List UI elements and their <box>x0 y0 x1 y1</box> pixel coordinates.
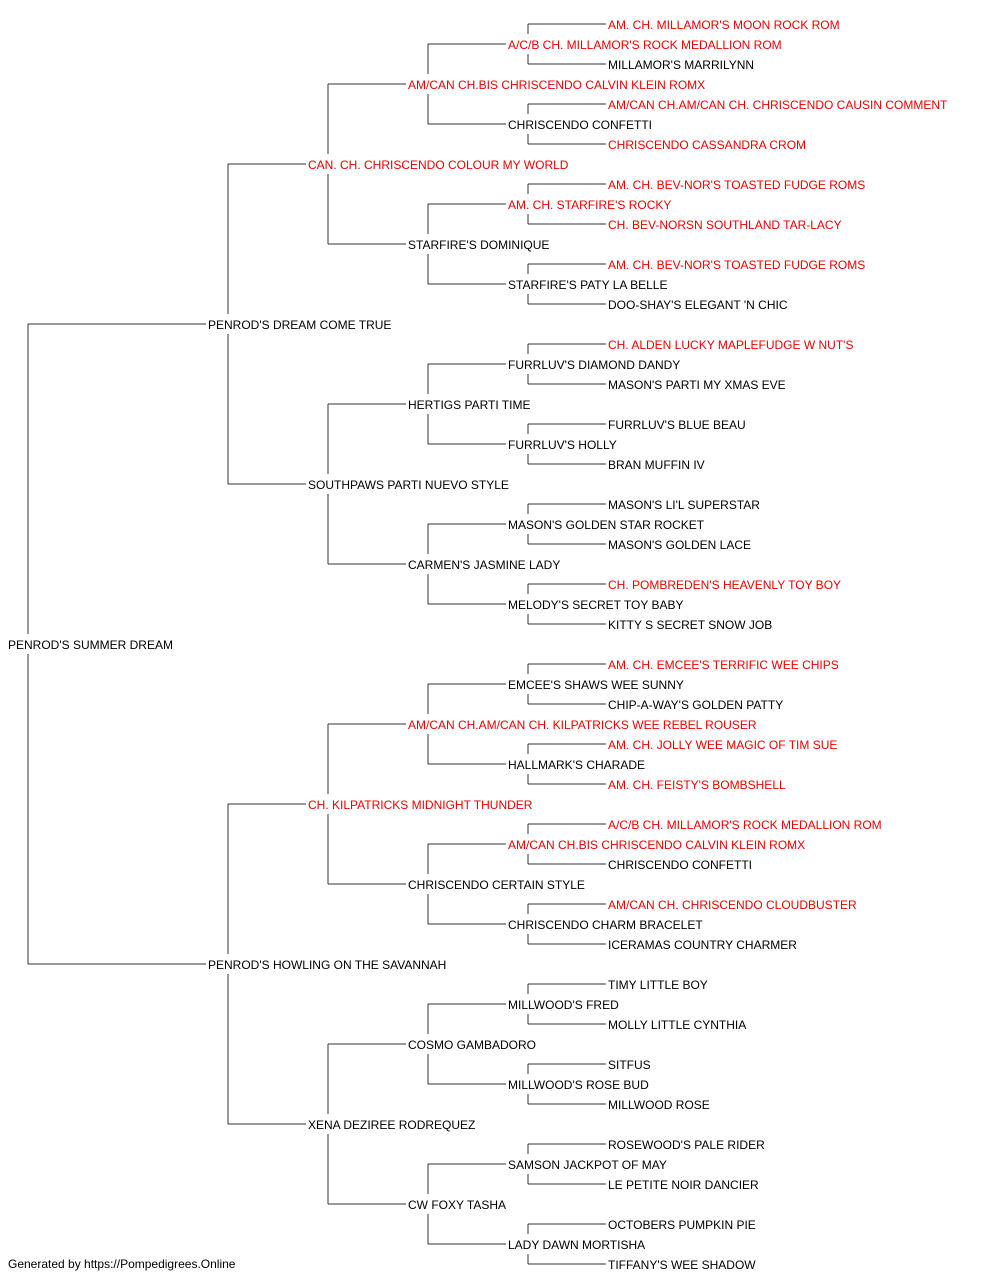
sire-gen3: AM/CAN CH.BIS CHRISCENDO CALVIN KLEIN RO… <box>408 78 706 92</box>
sire-gen4: SAMSON JACKPOT OF MAY <box>508 1158 667 1172</box>
sire-gen5: FURRLUV'S BLUE BEAU <box>608 418 746 432</box>
dam-gen1: PENROD'S HOWLING ON THE SAVANNAH <box>208 958 447 972</box>
dam-gen3: STARFIRE'S DOMINIQUE <box>408 238 550 252</box>
sire-gen5: AM. CH. MILLAMOR'S MOON ROCK ROM <box>608 18 840 32</box>
sire-gen5: AM. CH. JOLLY WEE MAGIC OF TIM SUE <box>608 738 838 752</box>
sire-gen5: CH. POMBREDEN'S HEAVENLY TOY BOY <box>608 578 842 592</box>
dam-gen5: BRAN MUFFIN IV <box>608 458 705 472</box>
sire-gen4: AM. CH. STARFIRE'S ROCKY <box>508 198 672 212</box>
dam-gen2: SOUTHPAWS PARTI NUEVO STYLE <box>308 478 509 492</box>
sire-gen4: AM/CAN CH.BIS CHRISCENDO CALVIN KLEIN RO… <box>508 838 806 852</box>
dam-gen4: LADY DAWN MORTISHA <box>508 1238 646 1252</box>
sire-gen4: EMCEE'S SHAWS WEE SUNNY <box>508 678 684 692</box>
dam-gen4: MELODY'S SECRET TOY BABY <box>508 598 684 612</box>
sire-gen5: OCTOBERS PUMPKIN PIE <box>608 1218 756 1232</box>
dam-gen4: STARFIRE'S PATY LA BELLE <box>508 278 668 292</box>
dam-gen5: MILLAMOR'S MARRILYNN <box>608 58 755 72</box>
sire-gen3: HERTIGS PARTI TIME <box>408 398 531 412</box>
sire-gen5: AM/CAN CH.AM/CAN CH. CHRISCENDO CAUSIN C… <box>608 98 948 112</box>
dam-gen4: CHRISCENDO CHARM BRACELET <box>508 918 703 932</box>
sire-gen5: ROSEWOOD'S PALE RIDER <box>608 1138 765 1152</box>
footer-credit: Generated by https://Pompedigrees.Online <box>8 1257 236 1271</box>
sire-gen2: CAN. CH. CHRISCENDO COLOUR MY WORLD <box>308 158 569 172</box>
sire-gen4: MASON'S GOLDEN STAR ROCKET <box>508 518 705 532</box>
dam-gen5: ICERAMAS COUNTRY CHARMER <box>608 938 797 952</box>
sire-gen5: CH. ALDEN LUCKY MAPLEFUDGE W NUT'S <box>608 338 854 352</box>
sire-gen5: A/C/B CH. MILLAMOR'S ROCK MEDALLION ROM <box>608 818 882 832</box>
dam-gen3: CARMEN'S JASMINE LADY <box>408 558 561 572</box>
sire-gen5: AM. CH. EMCEE'S TERRIFIC WEE CHIPS <box>608 658 839 672</box>
dam-gen5: CHRISCENDO CONFETTI <box>608 858 752 872</box>
subject-dog: PENROD'S SUMMER DREAM <box>8 638 173 652</box>
dam-gen5: MOLLY LITTLE CYNTHIA <box>608 1018 747 1032</box>
sire-gen3: AM/CAN CH.AM/CAN CH. KILPATRICKS WEE REB… <box>408 718 757 732</box>
sire-gen3: COSMO GAMBADORO <box>408 1038 537 1052</box>
dam-gen5: AM. CH. FEISTY'S BOMBSHELL <box>608 778 786 792</box>
sire-gen5: AM/CAN CH. CHRISCENDO CLOUDBUSTER <box>608 898 857 912</box>
sire-gen5: MASON'S LI'L SUPERSTAR <box>608 498 760 512</box>
sire-gen5: SITFUS <box>608 1058 651 1072</box>
sire-gen5: TIMY LITTLE BOY <box>608 978 708 992</box>
sire-gen1: PENROD'S DREAM COME TRUE <box>208 318 392 332</box>
dam-gen5: CHRISCENDO CASSANDRA CROM <box>608 138 807 152</box>
sire-gen5: AM. CH. BEV-NOR'S TOASTED FUDGE ROMS <box>608 178 866 192</box>
dam-gen4: MILLWOOD'S ROSE BUD <box>508 1078 649 1092</box>
dam-gen5: KITTY S SECRET SNOW JOB <box>608 618 773 632</box>
dam-gen2: XENA DEZIREE RODREQUEZ <box>308 1118 476 1132</box>
dam-gen3: CW FOXY TASHA <box>408 1198 507 1212</box>
sire-gen5: AM. CH. BEV-NOR'S TOASTED FUDGE ROMS <box>608 258 866 272</box>
sire-gen4: MILLWOOD'S FRED <box>508 998 619 1012</box>
dam-gen5: LE PETITE NOIR DANCIER <box>608 1178 759 1192</box>
dam-gen5: TIFFANY'S WEE SHADOW <box>608 1258 756 1272</box>
dam-gen5: MASON'S GOLDEN LACE <box>608 538 751 552</box>
dam-gen5: CHIP-A-WAY'S GOLDEN PATTY <box>608 698 784 712</box>
dam-gen4: HALLMARK'S CHARADE <box>508 758 645 772</box>
sire-gen4: FURRLUV'S DIAMOND DANDY <box>508 358 681 372</box>
dam-gen4: CHRISCENDO CONFETTI <box>508 118 652 132</box>
sire-gen4: A/C/B CH. MILLAMOR'S ROCK MEDALLION ROM <box>508 38 782 52</box>
dam-gen4: FURRLUV'S HOLLY <box>508 438 617 452</box>
dam-gen3: CHRISCENDO CERTAIN STYLE <box>408 878 585 892</box>
dam-gen5: MASON'S PARTI MY XMAS EVE <box>608 378 786 392</box>
sire-gen2: CH. KILPATRICKS MIDNIGHT THUNDER <box>308 798 533 812</box>
dam-gen5: MILLWOOD ROSE <box>608 1098 710 1112</box>
dam-gen5: CH. BEV-NORSN SOUTHLAND TAR-LACY <box>608 218 842 232</box>
dam-gen5: DOO-SHAY'S ELEGANT 'N CHIC <box>608 298 788 312</box>
